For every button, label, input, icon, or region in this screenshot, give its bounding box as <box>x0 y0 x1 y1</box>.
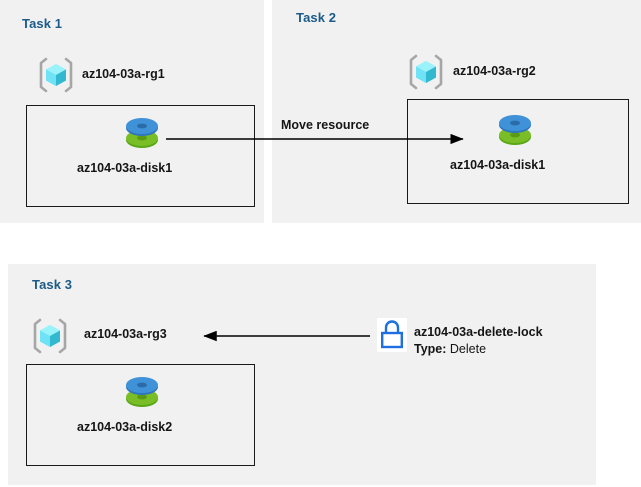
resource-group-boundary-rg1 <box>26 105 255 207</box>
delete-lock-arrow <box>203 330 370 342</box>
resource-group-icon <box>39 57 73 93</box>
managed-disk-icon <box>499 115 531 145</box>
disk-name-task1: az104-03a-disk1 <box>77 161 173 175</box>
task-3-heading: Task 3 <box>32 277 73 292</box>
resource-group-name-rg1: az104-03a-rg1 <box>82 67 165 81</box>
lock-type-value: Delete <box>449 342 487 356</box>
resource-group-icon <box>33 318 67 354</box>
lock-name: az104-03a-delete-lock <box>414 325 543 339</box>
disk-name-task2: az104-03a-disk1 <box>450 158 546 172</box>
managed-disk-icon <box>126 377 158 407</box>
resource-group-name-rg3: az104-03a-rg3 <box>84 327 167 341</box>
resource-group-icon <box>409 54 443 90</box>
disk-name-task3: az104-03a-disk2 <box>77 420 173 434</box>
managed-disk-icon <box>126 118 158 148</box>
task-1-heading: Task 1 <box>22 16 63 31</box>
move-resource-label: Move resource <box>281 118 370 132</box>
lock-type-row: Type: Delete <box>414 342 486 356</box>
move-resource-arrow <box>166 133 464 145</box>
task-2-heading: Task 2 <box>296 10 337 25</box>
resource-group-name-rg2: az104-03a-rg2 <box>453 64 536 78</box>
lock-type-key: Type: <box>414 342 447 356</box>
lock-icon <box>377 318 407 352</box>
